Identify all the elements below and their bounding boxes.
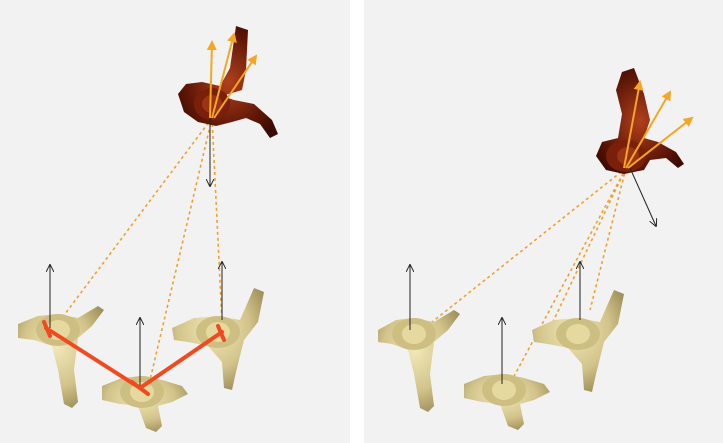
right-scene [364, 0, 723, 443]
left-scene [0, 0, 350, 443]
left-background [0, 0, 350, 443]
right-panel [364, 0, 723, 443]
left-panel [0, 0, 350, 443]
